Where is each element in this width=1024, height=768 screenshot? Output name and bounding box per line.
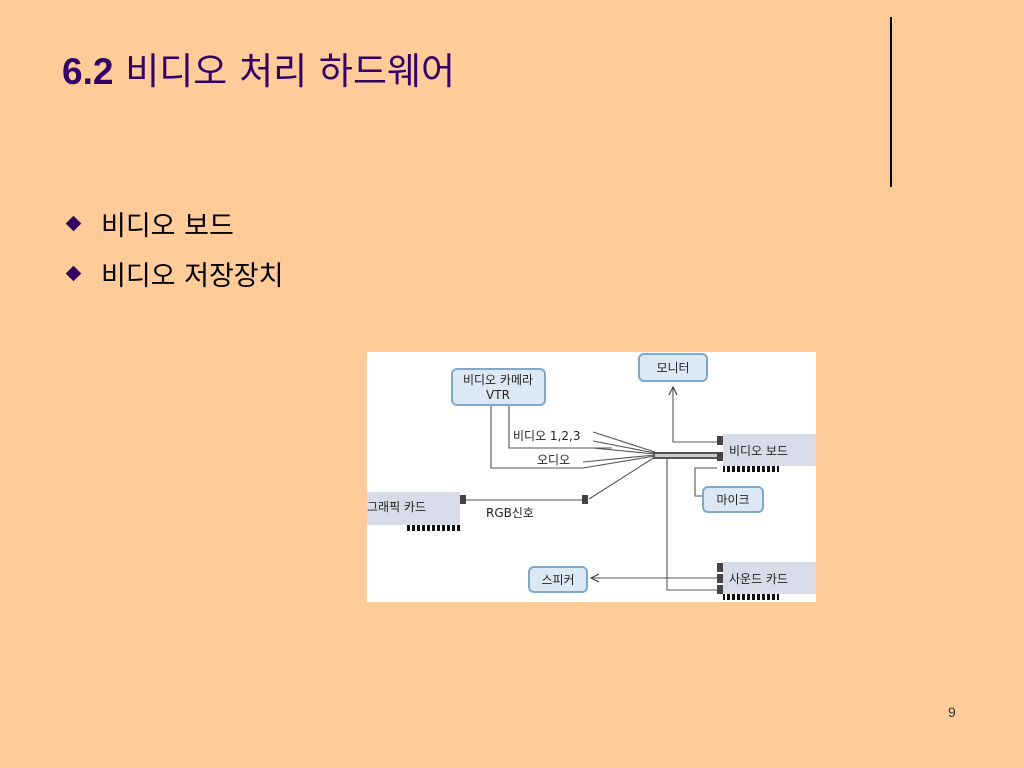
audio-label: 오디오 <box>537 453 570 467</box>
mic-box <box>702 486 764 513</box>
camera-video-line <box>508 405 612 449</box>
connector-plug <box>717 585 723 594</box>
speaker-box <box>528 566 588 593</box>
connector-lines <box>466 387 717 591</box>
monitor-line <box>673 387 717 443</box>
page-number: 9 <box>948 704 956 720</box>
video-bus-highlight <box>655 454 717 457</box>
bullet-list: 비디오 보드 비디오 저장장치 <box>64 198 283 298</box>
graphics-card-pins <box>405 525 461 531</box>
fan-line <box>592 447 656 455</box>
sound-card-pins <box>723 594 779 600</box>
vtr-label: VTR <box>486 388 510 402</box>
connector-plug <box>717 563 723 572</box>
diamond-bullet-icon <box>65 265 82 281</box>
mic-line <box>694 467 717 497</box>
rgb-label: RGB신호 <box>486 506 534 520</box>
bullet-text: 비디오 보드 <box>101 210 234 242</box>
fan-line <box>588 456 656 500</box>
fan-line <box>592 440 656 454</box>
connector-plug <box>717 574 723 583</box>
title-divider-line <box>890 17 892 187</box>
slide-title-text: 비디오 처리 하드웨어 <box>125 50 456 93</box>
connector-plug <box>717 436 723 445</box>
video-board-box <box>723 434 816 466</box>
slide-title: 6.2 비디오 처리 하드웨어 <box>62 46 455 98</box>
graphics-card-box <box>367 492 460 525</box>
bullet-text: 비디오 저장장치 <box>101 260 284 292</box>
diamond-bullet-icon <box>65 215 82 231</box>
fan-line <box>592 431 656 453</box>
fan-line <box>582 455 656 469</box>
connector-plug <box>460 495 466 504</box>
fan-line <box>582 454 656 463</box>
bullet-item: 비디오 저장장치 <box>64 248 283 298</box>
connector-plug <box>582 495 588 504</box>
sound-card-box <box>723 562 816 594</box>
camera-audio-line <box>490 405 583 469</box>
slide-title-number: 6.2 <box>62 51 114 92</box>
sound-card-label: 사운드 카드 <box>729 572 788 586</box>
bullet-item: 비디오 보드 <box>64 198 283 248</box>
connector-plug <box>717 452 723 461</box>
video-board-pins <box>723 466 779 472</box>
video-hardware-diagram: 비디오 카메라 VTR 모니터 비디오 1,2,3 오디오 그래픽 카드 RGB… <box>367 352 816 602</box>
monitor-label: 모니터 <box>656 361 689 375</box>
video-board-label: 비디오 보드 <box>729 444 788 458</box>
video-label: 비디오 1,2,3 <box>513 429 580 443</box>
monitor-box <box>638 353 708 382</box>
speaker-label: 스피커 <box>541 573 574 587</box>
diagram-svg: 비디오 카메라 VTR 모니터 비디오 1,2,3 오디오 그래픽 카드 RGB… <box>367 353 816 600</box>
sound-line <box>666 456 717 591</box>
mic-label: 마이크 <box>716 493 749 507</box>
camera-box <box>451 368 546 406</box>
camera-label: 비디오 카메라 <box>463 373 533 387</box>
graphics-card-label: 그래픽 카드 <box>367 500 426 514</box>
